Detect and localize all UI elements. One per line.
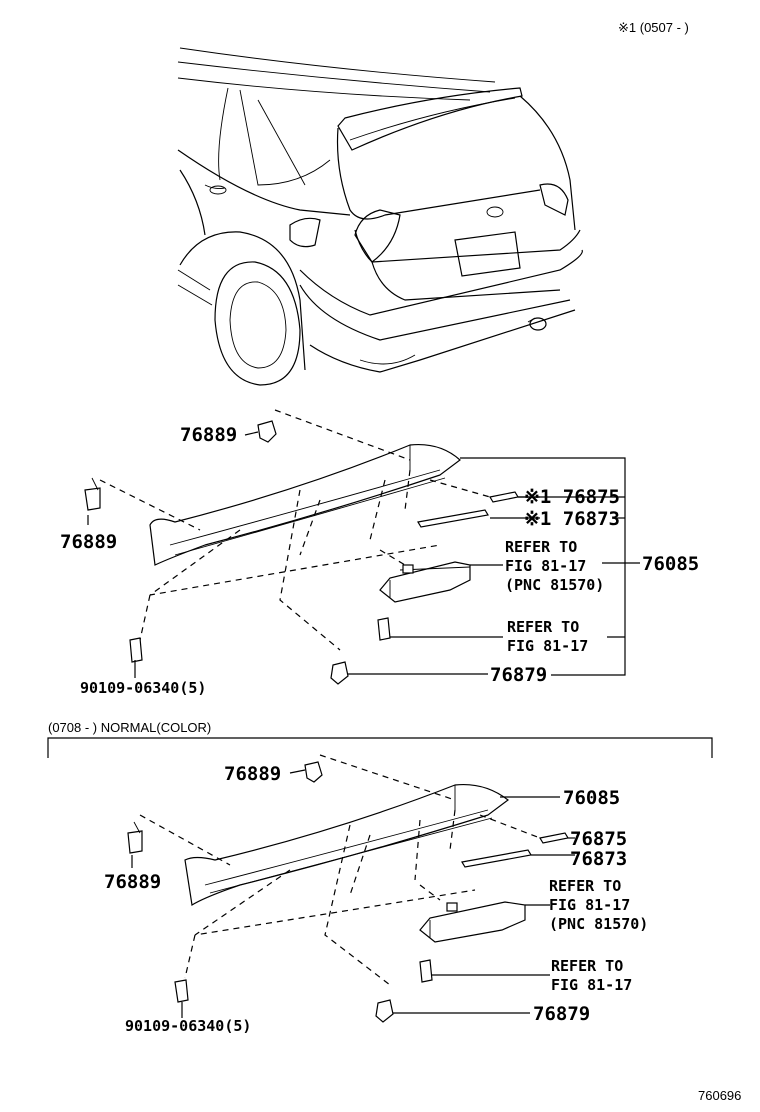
stop-lamp-upper [379,561,471,603]
grommet-90109-lower [174,979,189,1003]
label-76879-upper: 76879 [490,664,547,686]
clip-76889-top [257,420,277,443]
label-76889-left-lower: 76889 [104,871,161,893]
footer-code: 760696 [698,1088,741,1103]
seal-76873-lower [461,849,532,868]
bolt-lower [419,959,433,983]
label-90109-upper: 90109-06340(5) [80,679,206,697]
bolt-upper [377,617,391,641]
refer-lamp-line2-upper: FIG 81-17 [505,557,586,575]
label-76085-lower: 76085 [563,787,620,809]
refer-bolt-line1-lower: REFER TO [551,957,623,975]
seal-76875-lower [539,832,569,844]
section-note: (0708 - ) NORMAL(COLOR) [48,720,211,735]
label-76873-lower: 76873 [570,848,627,870]
clip-76889-left [84,487,101,511]
label-76875-lower: 76875 [570,828,627,850]
refer-lamp-line2-lower: FIG 81-17 [549,896,630,914]
refer-bolt-line2-lower: FIG 81-17 [551,976,632,994]
section-bracket [47,737,713,758]
clip-76889-top-lower [304,761,323,783]
clip-76889-left-lower [127,830,143,854]
refer-bolt-line2-upper: FIG 81-17 [507,637,588,655]
label-76889-left-upper: 76889 [60,531,117,553]
refer-lamp-line3-upper: (PNC 81570) [505,576,604,594]
label-76879-lower: 76879 [533,1003,590,1025]
seal-76873-upper [417,509,489,528]
header-note: ※1 (0507 - ) [618,20,689,35]
label-90109-lower: 90109-06340(5) [125,1017,251,1035]
clip-76879-upper [330,661,349,685]
label-76889-top-lower: 76889 [224,763,281,785]
label-76875-upper: ※1 76875 [524,486,620,508]
grommet-90109-upper [129,637,143,663]
seal-76875-upper [489,491,519,503]
label-76889-top-upper: 76889 [180,424,237,446]
refer-lamp-line1-upper: REFER TO [505,538,577,556]
label-76085-upper: 76085 [642,553,699,575]
vehicle-rear-illustration [177,47,583,386]
refer-lamp-line1-lower: REFER TO [549,877,621,895]
rear-spoiler-upper [149,443,461,566]
stop-lamp-lower [419,901,526,943]
lower-assembly [127,754,575,1023]
refer-lamp-line3-lower: (PNC 81570) [549,915,648,933]
refer-bolt-line1-upper: REFER TO [507,618,579,636]
label-76873-upper: ※1 76873 [524,508,620,530]
clip-76879-lower [375,999,394,1023]
upper-assembly [84,409,640,685]
